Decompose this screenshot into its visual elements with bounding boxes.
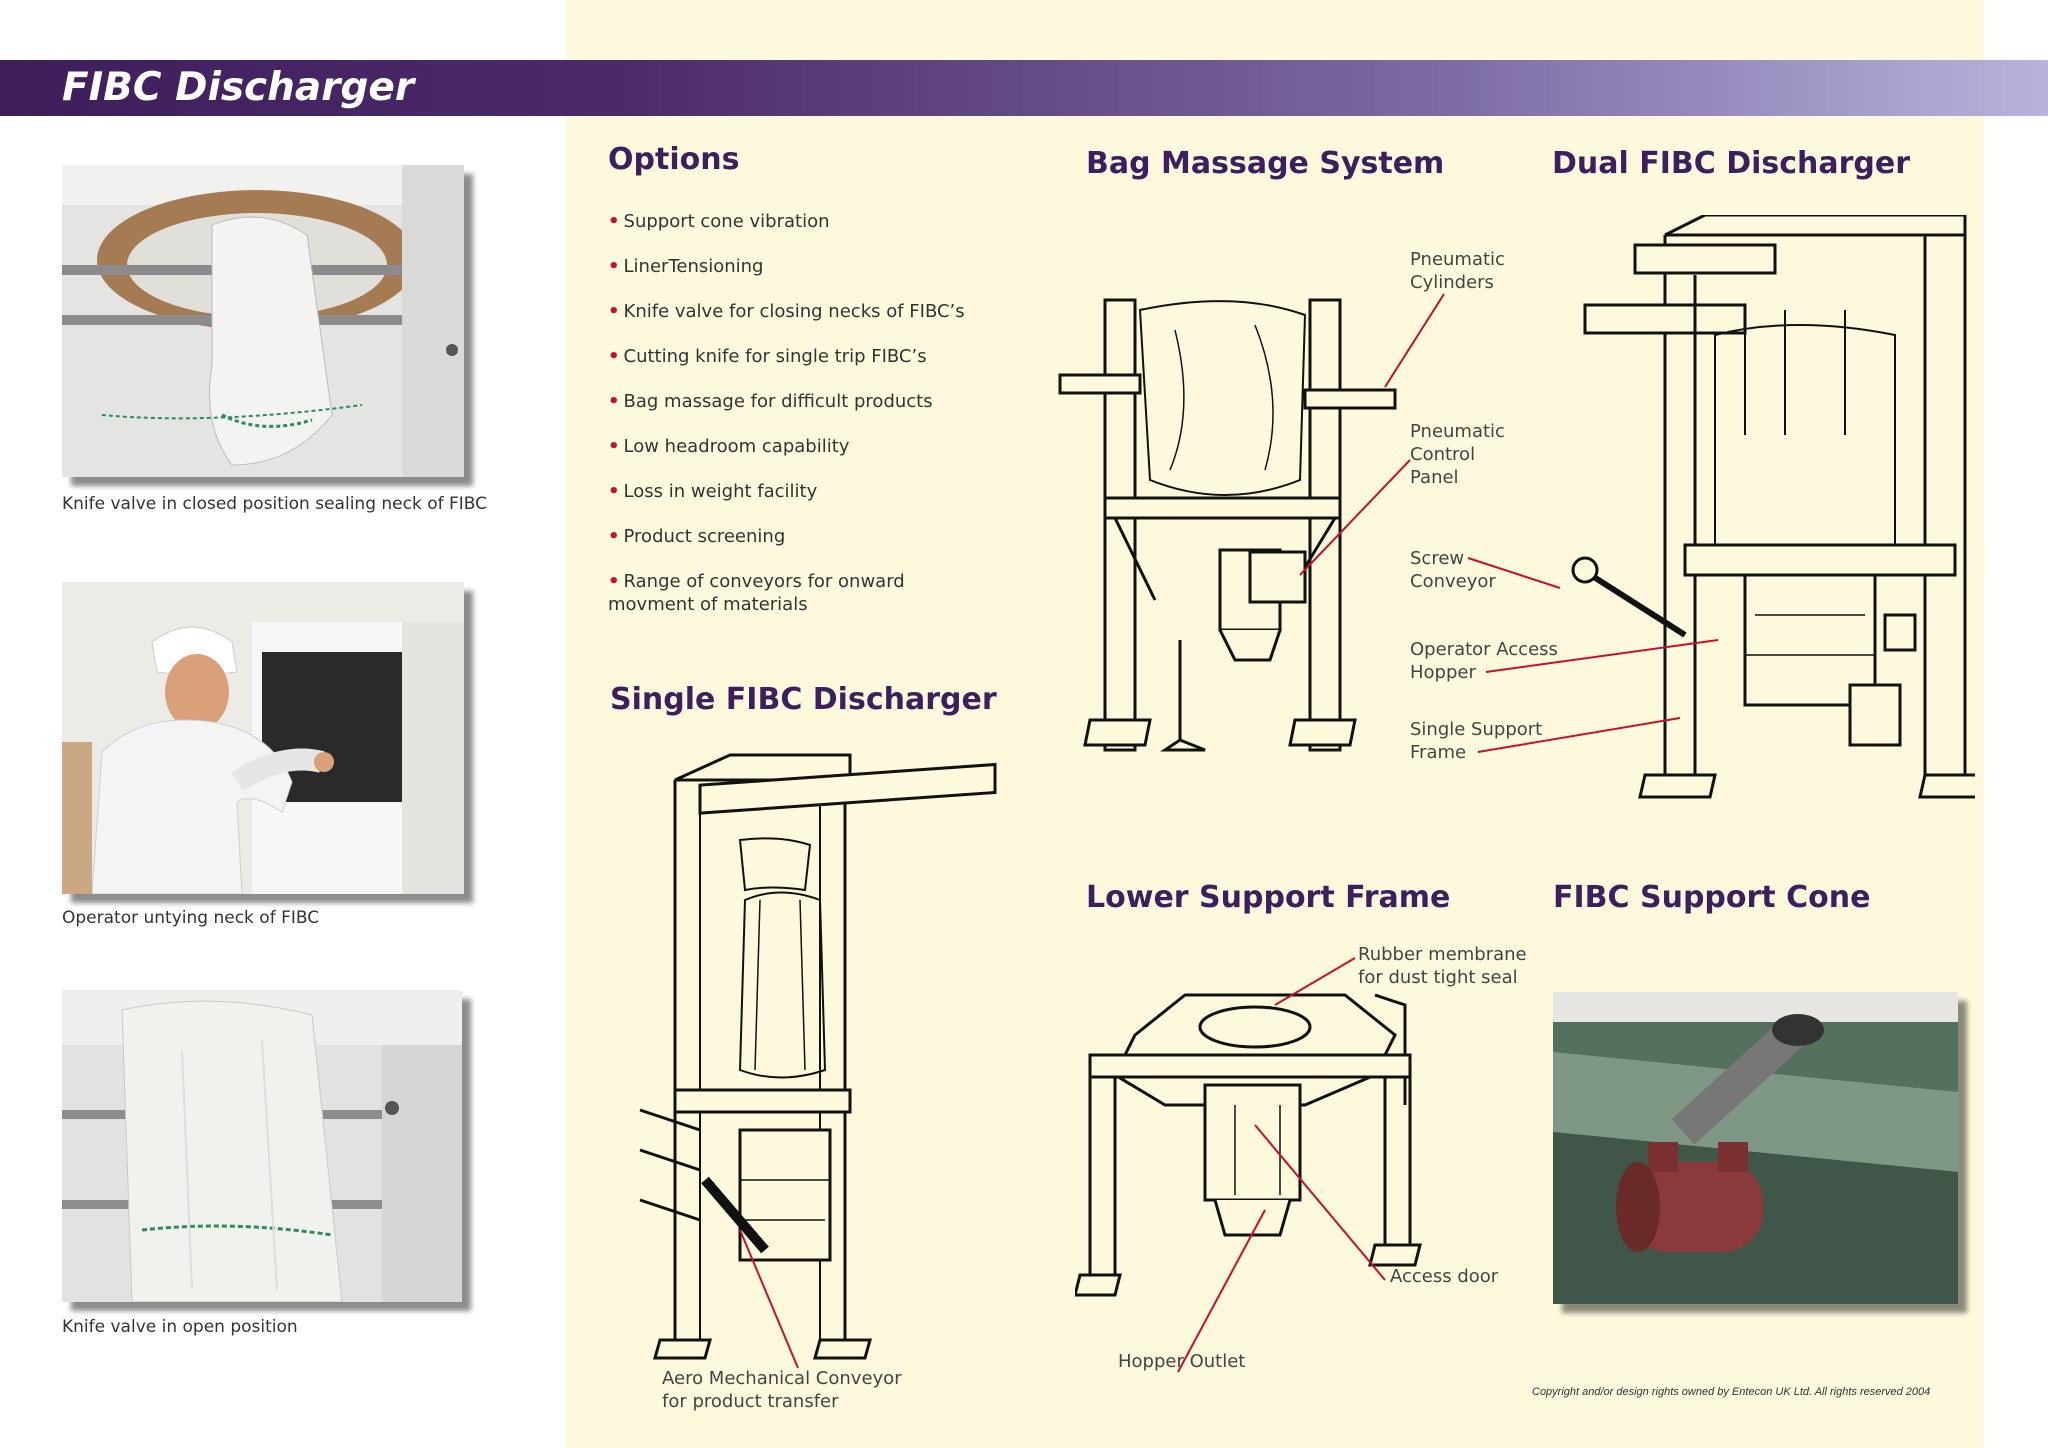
single-discharger-drawing (639, 753, 997, 1360)
bullet-icon: • (608, 391, 620, 412)
photo-caption: Knife valve in closed position sealing n… (62, 494, 488, 514)
bullet-icon: • (608, 526, 620, 547)
list-item: •Product screening (608, 526, 786, 547)
list-item: •Cutting knife for single trip FIBC’s (608, 346, 927, 367)
bullet-icon: • (608, 346, 620, 367)
photo-operator-untying (62, 582, 464, 894)
bag-massage-drawing (1058, 298, 1397, 752)
options-list: •Support cone vibration •LinerTensioning… (608, 210, 968, 638)
page-title: FIBC Discharger (62, 65, 415, 110)
bullet-icon: • (608, 436, 620, 457)
bullet-icon: • (608, 211, 620, 232)
list-item: •Support cone vibration (608, 211, 830, 232)
list-item: •Loss in weight facility (608, 481, 818, 502)
title-banner: FIBC Discharger (0, 60, 2048, 116)
photo-support-cone (1553, 992, 1958, 1304)
list-item: •Knife valve for closing necks of FIBC’s (608, 301, 965, 322)
bag-massage-heading: Bag Massage System (1086, 146, 1445, 181)
lower-frame-drawing (1075, 993, 1422, 1297)
list-item: •Low headroom capability (608, 436, 850, 457)
single-discharger-heading: Single FIBC Discharger (610, 682, 997, 717)
options-heading: Options (608, 142, 740, 177)
support-cone-heading: FIBC Support Cone (1553, 880, 1871, 915)
lower-frame-heading: Lower Support Frame (1086, 880, 1451, 915)
list-item: •LinerTensioning (608, 256, 764, 277)
list-item: •Range of conveyors for onward movment o… (608, 571, 905, 615)
dual-discharger-heading: Dual FIBC Discharger (1552, 146, 1911, 181)
photo-knife-valve-open (62, 990, 462, 1302)
photo-caption: Knife valve in open position (62, 1317, 298, 1337)
label-hopper-outlet: Hopper Outlet (1118, 1351, 1246, 1372)
list-item: •Bag massage for difficult products (608, 391, 933, 412)
photo-caption: Operator untying neck of FIBC (62, 908, 320, 928)
bullet-icon: • (608, 301, 620, 322)
label-access-door: Access door (1390, 1266, 1499, 1287)
copyright-footer: Copyright and/or design rights owned by … (1532, 1386, 1931, 1398)
bullet-icon: • (608, 481, 620, 502)
dual-discharger-drawing (1571, 215, 1975, 799)
photo-knife-valve-closed (62, 165, 464, 477)
bullet-icon: • (608, 256, 620, 277)
bullet-icon: • (608, 571, 620, 592)
